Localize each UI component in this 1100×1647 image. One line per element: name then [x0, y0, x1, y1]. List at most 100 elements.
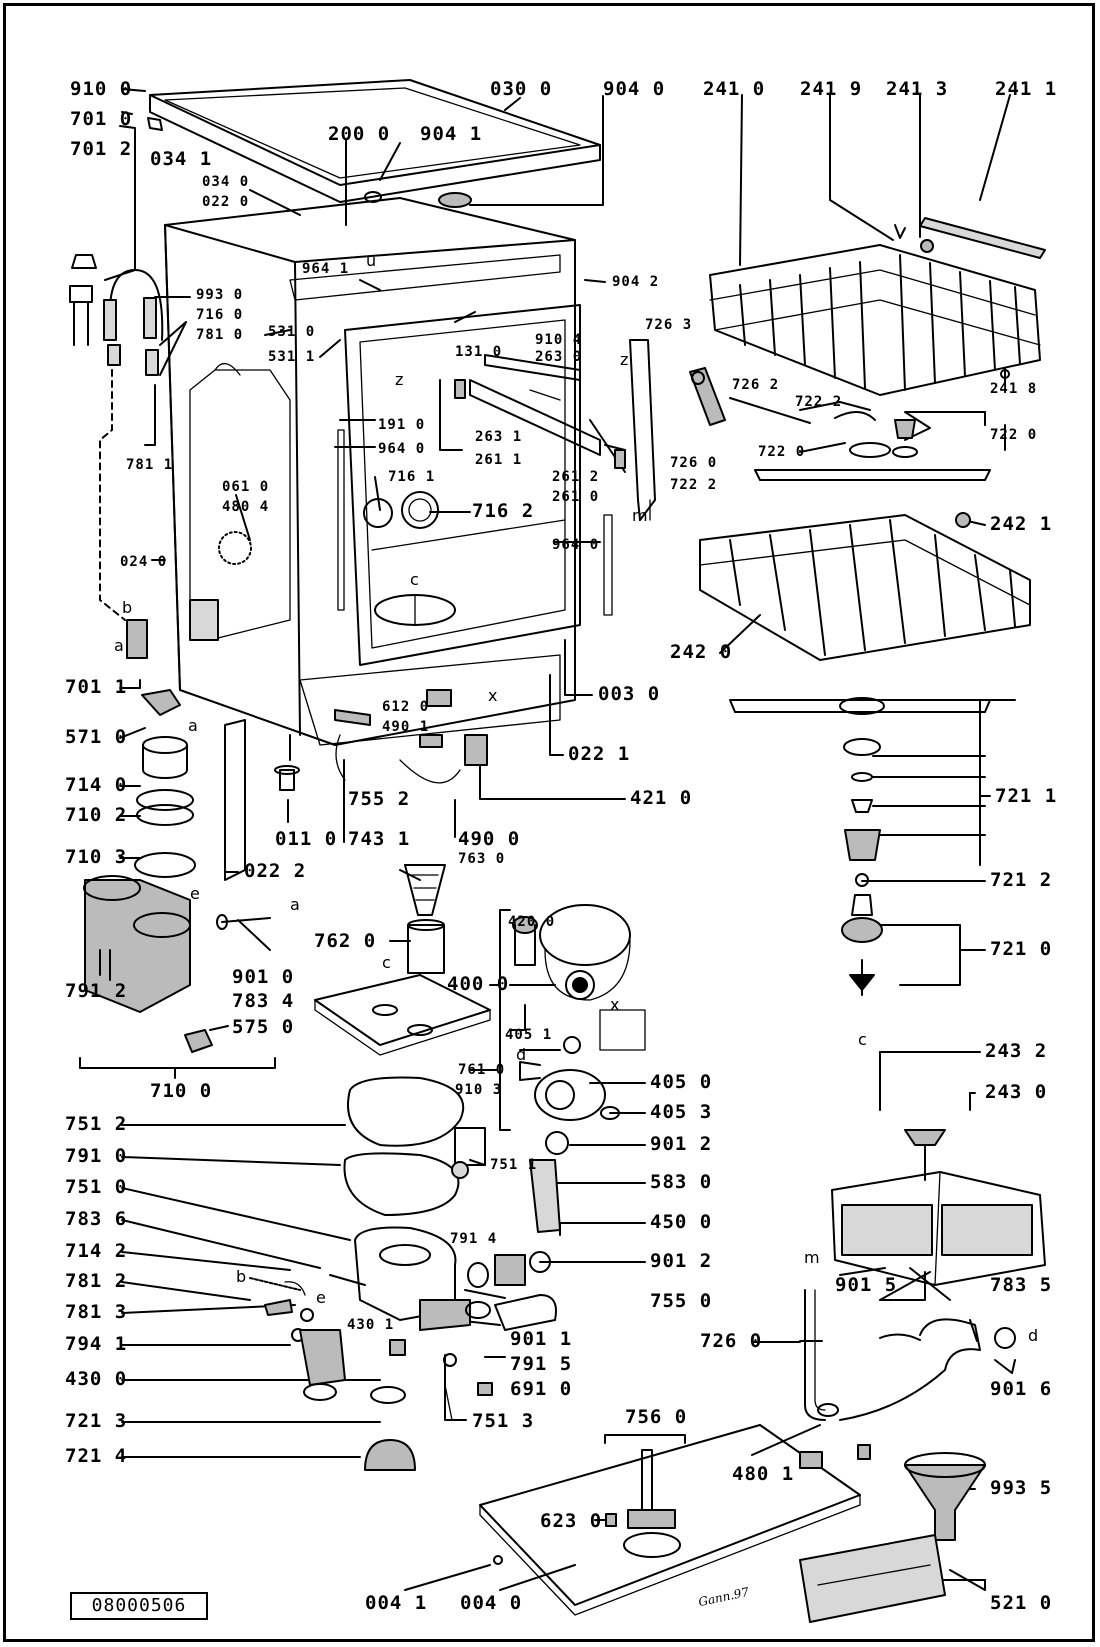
- label-721-1: 721 1: [995, 785, 1058, 807]
- label-710-2: 710 2: [65, 804, 128, 826]
- label-241-8: 241 8: [990, 381, 1038, 397]
- label-755-2: 755 2: [348, 788, 411, 810]
- label-405-3: 405 3: [650, 1101, 713, 1123]
- label-261-2: 261 2: [552, 469, 600, 485]
- label-722-2-b: 722 2: [670, 477, 718, 493]
- label-022-0: 022 0: [202, 194, 250, 210]
- label-034-0: 034 0: [202, 174, 250, 190]
- label-490-1: 490 1: [382, 719, 430, 735]
- ref-letter-m-1: m: [632, 506, 648, 525]
- label-716-1: 716 1: [388, 469, 436, 485]
- label-131-0: 131 0: [455, 344, 503, 360]
- label-004-0: 004 0: [460, 1592, 523, 1614]
- ref-letter-z-2: z: [620, 350, 629, 369]
- label-993-5: 993 5: [990, 1477, 1053, 1499]
- label-263-1: 263 1: [475, 429, 523, 445]
- label-781-1: 781 1: [126, 457, 174, 473]
- label-420-0: 420 0: [508, 914, 556, 930]
- label-722-2-a: 722 2: [795, 394, 843, 410]
- label-701-2: 701 2: [70, 138, 133, 160]
- label-783-6: 783 6: [65, 1208, 128, 1230]
- label-726-0-b: 726 0: [700, 1330, 763, 1352]
- label-901-6: 901 6: [990, 1378, 1053, 1400]
- label-480-1: 480 1: [732, 1463, 795, 1485]
- label-783-4: 783 4: [232, 990, 295, 1012]
- label-756-0: 756 0: [625, 1406, 688, 1428]
- label-751-0: 751 0: [65, 1176, 128, 1198]
- label-531-1: 531 1: [268, 349, 316, 365]
- label-430-1: 430 1: [347, 1317, 395, 1333]
- ref-letter-d-1: d: [516, 1045, 527, 1064]
- label-721-2: 721 2: [990, 869, 1053, 891]
- label-030-0: 030 0: [490, 78, 553, 100]
- label-743-1: 743 1: [348, 828, 411, 850]
- ref-letter-c-1: c: [410, 570, 419, 589]
- label-964-0-b: 964 0: [552, 537, 600, 553]
- label-904-2: 904 2: [612, 274, 660, 290]
- label-191-0: 191 0: [378, 417, 426, 433]
- label-480-4: 480 4: [222, 499, 270, 515]
- ref-letter-z-1: z: [395, 370, 404, 389]
- label-242-1: 242 1: [990, 513, 1053, 535]
- label-011-0: 011 0: [275, 828, 338, 850]
- ref-letter-d-2: d: [1028, 1326, 1039, 1345]
- label-531-0: 531 0: [268, 324, 316, 340]
- label-781-3: 781 3: [65, 1301, 128, 1323]
- label-242-0: 242 0: [670, 641, 733, 663]
- ref-letter-x-2: x: [610, 995, 620, 1014]
- label-964-0-a: 964 0: [378, 441, 426, 457]
- label-781-0: 781 0: [196, 327, 244, 343]
- label-575-0: 575 0: [232, 1016, 295, 1038]
- label-421-0: 421 0: [630, 787, 693, 809]
- label-241-3: 241 3: [886, 78, 949, 100]
- label-571-0: 571 0: [65, 726, 128, 748]
- label-243-0: 243 0: [985, 1081, 1048, 1103]
- label-612-0: 612 0: [382, 699, 430, 715]
- label-061-0: 061 0: [222, 479, 270, 495]
- label-901-5: 901 5: [835, 1274, 898, 1296]
- label-964-1: 964 1: [302, 261, 350, 277]
- label-783-5: 783 5: [990, 1274, 1053, 1296]
- label-791-4: 791 4: [450, 1231, 498, 1247]
- label-726-0-a: 726 0: [670, 455, 718, 471]
- label-623-0: 623 0: [540, 1510, 603, 1532]
- label-791-2: 791 2: [65, 980, 128, 1002]
- label-583-0: 583 0: [650, 1171, 713, 1193]
- label-751-2: 751 2: [65, 1113, 128, 1135]
- label-701-0: 701 0: [70, 108, 133, 130]
- label-722-0-b: 722 0: [758, 444, 806, 460]
- label-910-4: 910 4: [535, 332, 583, 348]
- label-993-0: 993 0: [196, 287, 244, 303]
- label-263-0: 263 0: [535, 349, 583, 365]
- label-716-0: 716 0: [196, 307, 244, 323]
- label-762-0: 762 0: [314, 930, 377, 952]
- ref-letter-u: u: [366, 251, 377, 270]
- label-901-2-b: 901 2: [650, 1250, 713, 1272]
- parts-right: [689, 217, 1046, 1623]
- label-910-3: 910 3: [455, 1082, 503, 1098]
- label-405-1: 405 1: [505, 1027, 553, 1043]
- label-022-2: 022 2: [244, 860, 307, 882]
- ref-letter-x-1: x: [488, 686, 498, 705]
- label-261-0: 261 0: [552, 489, 600, 505]
- label-034-1: 034 1: [150, 148, 213, 170]
- label-701-1: 701 1: [65, 676, 128, 698]
- label-781-2: 781 2: [65, 1270, 128, 1292]
- label-710-3: 710 3: [65, 846, 128, 868]
- label-714-2: 714 2: [65, 1240, 128, 1262]
- parts-center: [249, 864, 871, 1616]
- ref-letter-m-2: m: [804, 1248, 820, 1267]
- label-691-0: 691 0: [510, 1378, 573, 1400]
- ref-letter-a-3: a: [290, 895, 300, 914]
- label-200-0: 200 0: [328, 123, 391, 145]
- parts-left: [69, 254, 271, 1053]
- label-751-3: 751 3: [472, 1410, 535, 1432]
- label-721-4: 721 4: [65, 1445, 128, 1467]
- label-721-0: 721 0: [990, 938, 1053, 960]
- label-430-0: 430 0: [65, 1368, 128, 1390]
- document-number-box: 08000506: [70, 1592, 208, 1620]
- label-763-0: 763 0: [458, 851, 506, 867]
- label-910-0: 910 0: [70, 78, 133, 100]
- label-405-0: 405 0: [650, 1071, 713, 1093]
